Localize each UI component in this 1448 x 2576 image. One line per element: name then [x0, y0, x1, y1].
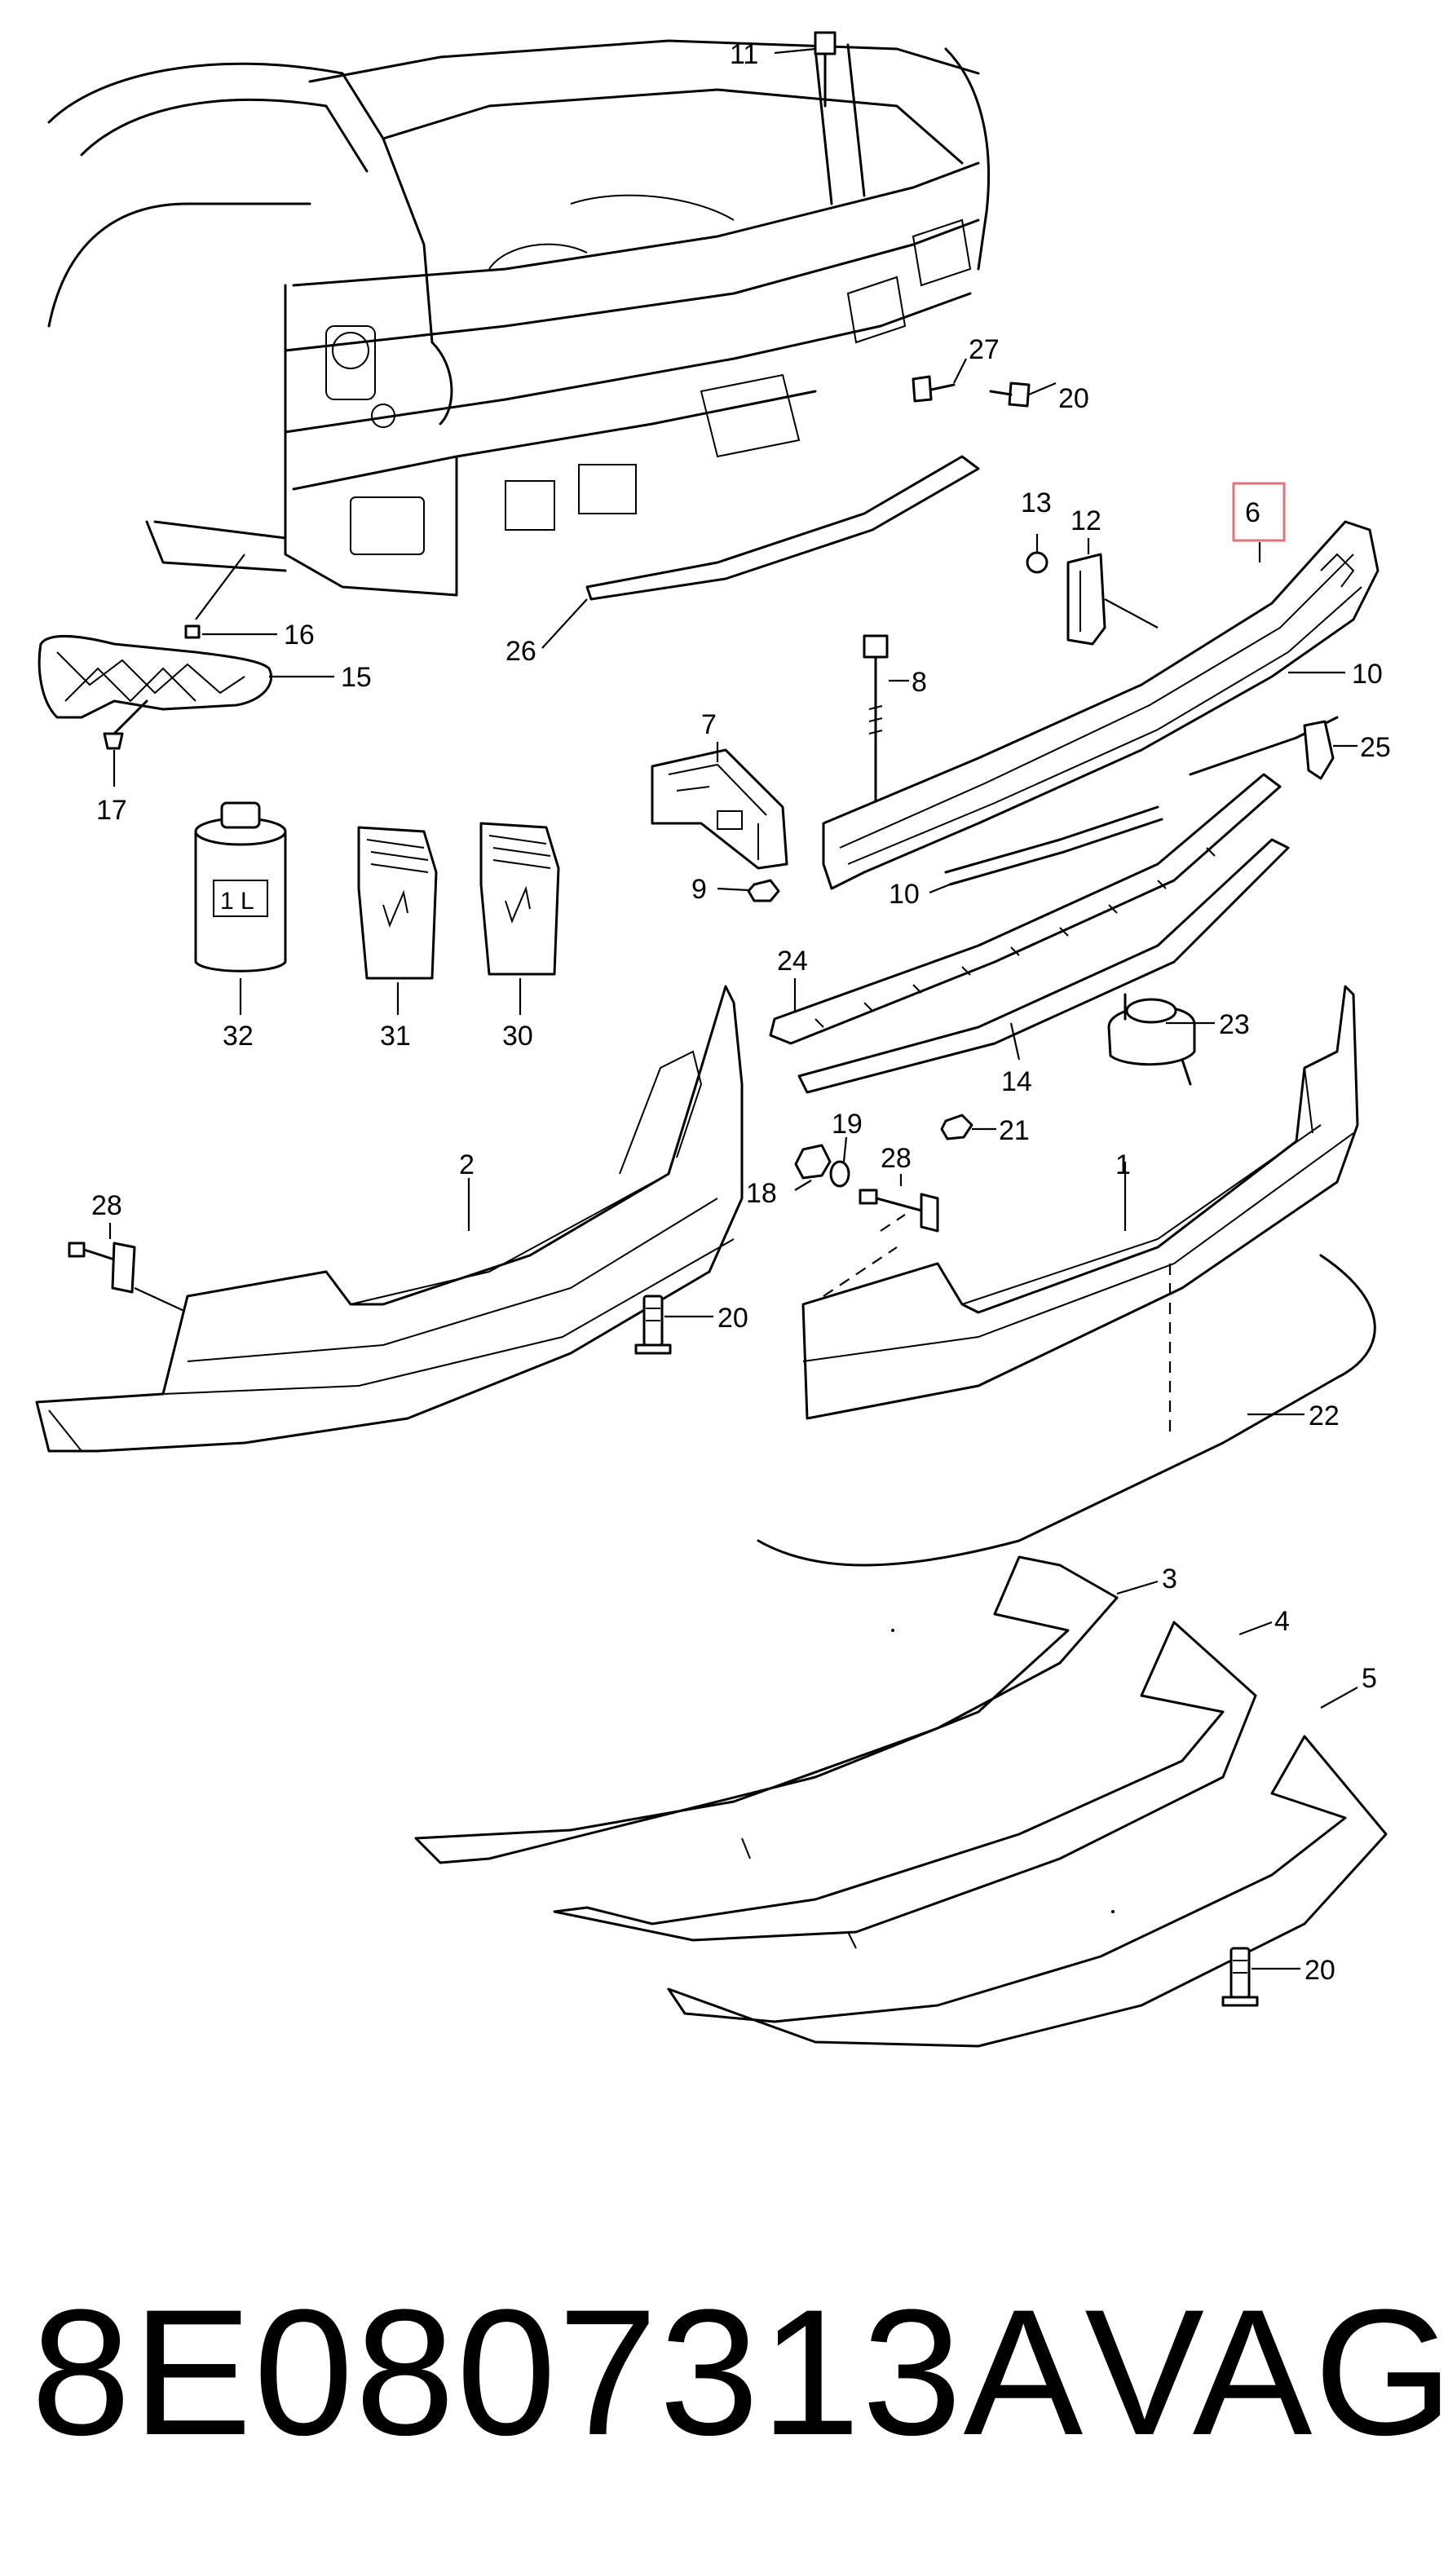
part-23-module	[1107, 993, 1196, 1086]
part-31-sachet	[357, 826, 438, 980]
part-26-seal-strip	[585, 455, 980, 601]
parts-diagram: 26 11 27 20 15 16 17 1 L	[35, 31, 1391, 2048]
callout-1: 1	[1115, 1149, 1131, 1180]
part-17-screw	[103, 699, 148, 750]
callout-12: 12	[1071, 505, 1101, 536]
part-30-sachet	[479, 822, 560, 976]
callout-21: 21	[999, 1115, 1030, 1146]
callout-28-left: 28	[91, 1190, 122, 1221]
part-21-nut	[940, 1114, 973, 1140]
part-number: 8E0807313A	[31, 2272, 1085, 2472]
part-5-diffuser	[667, 1735, 1388, 2048]
part-14-strip	[797, 838, 1290, 1094]
callout-19: 19	[832, 1109, 863, 1140]
callout-5: 5	[1362, 1663, 1377, 1694]
callout-24: 24	[777, 946, 808, 977]
callout-18: 18	[746, 1178, 777, 1209]
callout-9: 9	[691, 874, 707, 905]
callout-27: 27	[969, 334, 1000, 365]
callout-2: 2	[459, 1149, 475, 1180]
part-11-bolt	[814, 31, 837, 108]
part-3-diffuser	[414, 1555, 1119, 1864]
part-20-screw-lower	[1221, 1947, 1259, 2007]
callout-31: 31	[380, 1021, 411, 1052]
callout-20-middle: 20	[717, 1303, 748, 1334]
part-27-screw	[912, 375, 956, 403]
part-7-mount	[651, 748, 788, 870]
callout-23: 23	[1219, 1009, 1250, 1040]
callout-13: 13	[1021, 487, 1052, 518]
callout-7: 7	[701, 709, 717, 740]
part-28-bolt-right	[859, 1189, 939, 1233]
callout-11: 11	[730, 39, 758, 70]
part-24-absorber	[769, 773, 1282, 1045]
part-6-bumper-beam	[822, 520, 1380, 890]
part-15-bracket	[38, 635, 273, 719]
part-20-screw-middle	[634, 1295, 672, 1355]
car-body-rear	[47, 39, 990, 597]
callout-22: 22	[1309, 1400, 1340, 1431]
part-12-bracket	[1066, 553, 1106, 646]
part-13-screw	[1026, 551, 1048, 574]
part-number-footer: 8E0807313A VAG	[31, 2272, 1448, 2472]
part-4-diffuser	[553, 1621, 1257, 1949]
part-19-washer	[829, 1160, 850, 1188]
part-2-bumper-cover	[35, 985, 744, 1453]
callout-14: 14	[1001, 1066, 1032, 1097]
callout-25: 25	[1360, 732, 1391, 763]
callout-10-lower: 10	[889, 879, 920, 910]
callout-3: 3	[1162, 1564, 1177, 1595]
callout-8: 8	[912, 667, 927, 698]
callout-20-upper: 20	[1058, 383, 1089, 414]
callout-28-right: 28	[881, 1143, 912, 1174]
part-16-clip	[184, 624, 201, 639]
callout-32: 32	[223, 1021, 254, 1052]
part-10-strip-lower	[944, 805, 1163, 886]
part-1-bumper-cover	[801, 985, 1359, 1420]
callout-30: 30	[502, 1021, 533, 1052]
callout-26: 26	[505, 636, 536, 667]
part-22-trim-strip	[757, 1254, 1376, 1567]
part-32-container: 1 L	[194, 801, 287, 973]
can-label: 1 L	[220, 888, 254, 915]
part-9-nut	[747, 879, 780, 902]
callout-17: 17	[96, 795, 127, 826]
callout-15: 15	[341, 662, 372, 693]
callout-10-upper: 10	[1352, 659, 1383, 690]
part-18-nut	[794, 1144, 832, 1180]
callout-6: 6	[1245, 497, 1260, 528]
part-28-bolt-left	[68, 1242, 136, 1294]
callout-16: 16	[284, 620, 315, 651]
callout-4: 4	[1274, 1606, 1290, 1637]
part-8-bolt	[863, 634, 889, 817]
callout-6-highlight	[1232, 482, 1286, 542]
brand-name: VAG	[1084, 2272, 1448, 2472]
callout-20-lower: 20	[1305, 1955, 1335, 1986]
part-20-screw-upper	[989, 382, 1031, 408]
part-25-clip	[1303, 720, 1335, 780]
